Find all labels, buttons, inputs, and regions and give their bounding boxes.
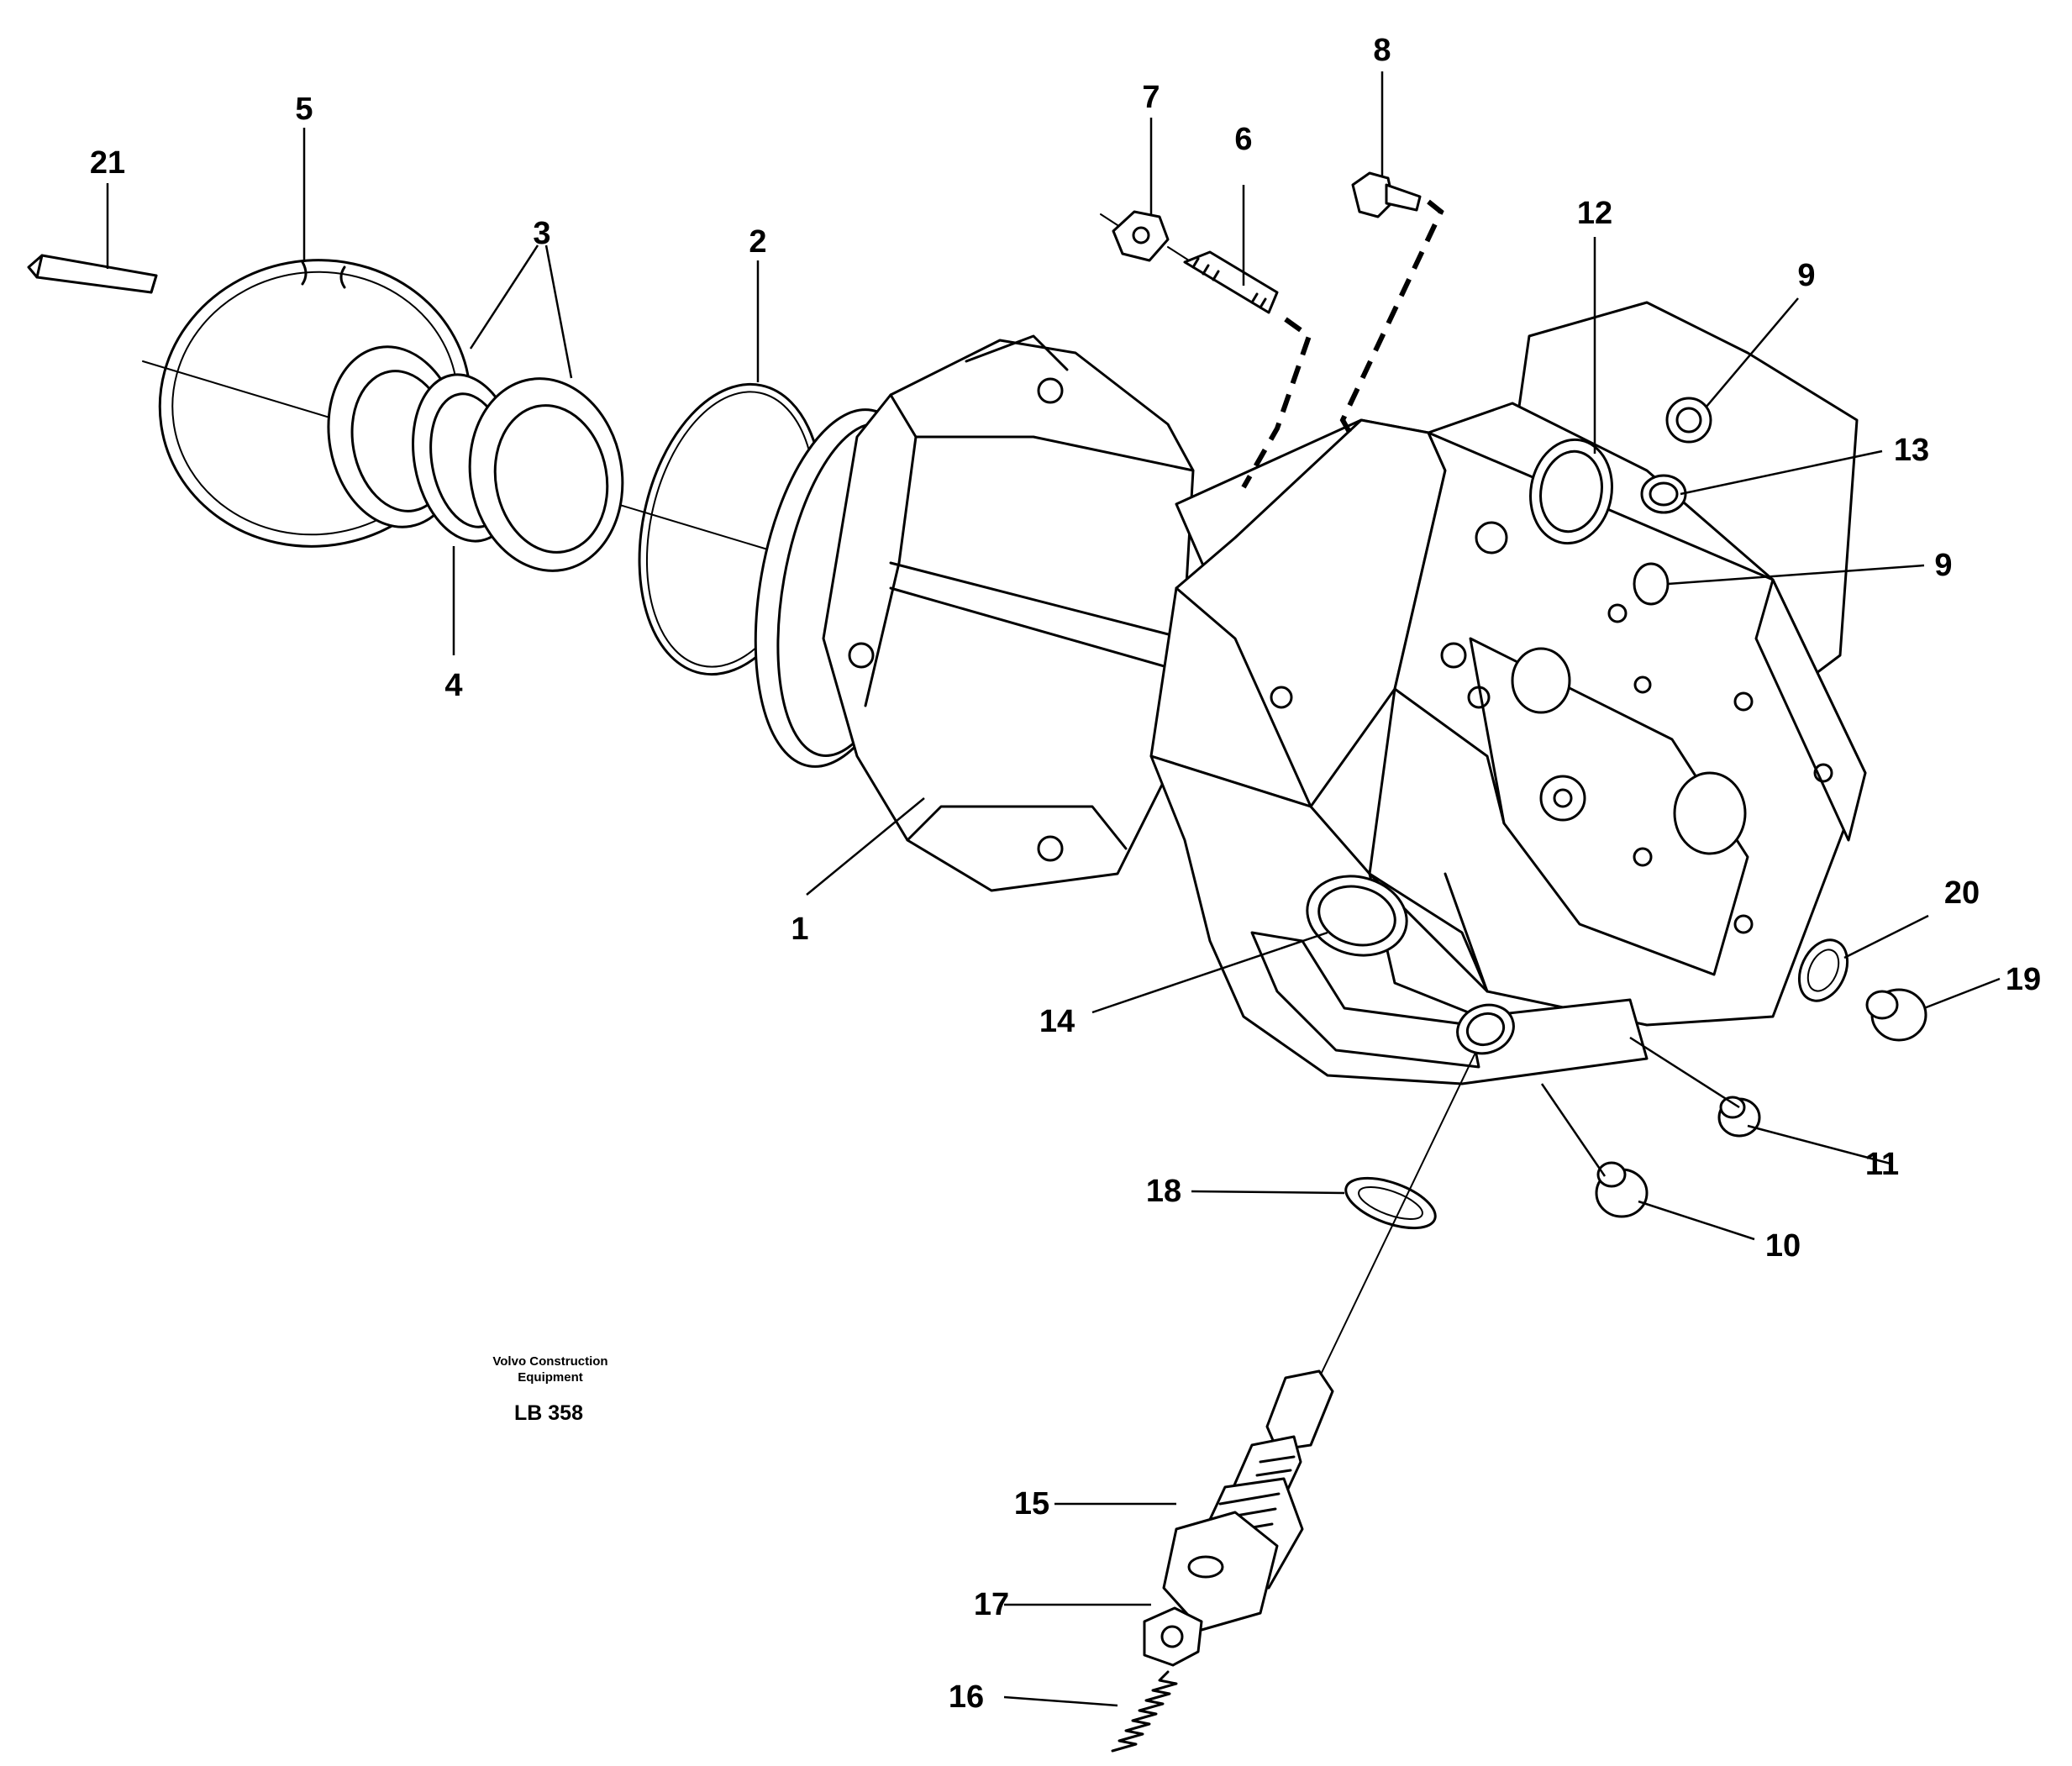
callout-1: 1: [791, 912, 808, 947]
credit-line-1: Volvo Construction: [492, 1354, 607, 1369]
leader-lines: [106, 71, 2001, 1707]
callout-12: 12: [1577, 196, 1612, 231]
part-19-plug: [1865, 988, 1927, 1042]
callout-6: 6: [1234, 122, 1252, 157]
callout-18: 18: [1146, 1174, 1181, 1209]
part-7-nut: [1100, 210, 1190, 262]
part-21-key: [27, 254, 158, 294]
part-16-spring: [1111, 1670, 1178, 1753]
callout-labels: 1 2 3 4 5 6 7 8 9 9 10 11 12 13 14 15 16…: [90, 33, 2041, 1715]
callout-8: 8: [1373, 33, 1391, 68]
callout-13: 13: [1894, 433, 1929, 468]
valve-axis-line: [1318, 1054, 1475, 1379]
callout-10: 10: [1765, 1228, 1801, 1264]
callout-20: 20: [1944, 875, 1980, 911]
part-11-plug: [1717, 1096, 1761, 1138]
callout-2: 2: [749, 224, 766, 260]
credit-line-2: Equipment: [518, 1370, 583, 1385]
callout-19: 19: [2006, 962, 2041, 997]
callout-7: 7: [1142, 80, 1160, 115]
valve-block: [1149, 301, 1867, 1085]
callout-3: 3: [533, 216, 550, 251]
callout-5: 5: [295, 92, 313, 127]
part-6-screw: [1183, 250, 1312, 489]
callout-21: 21: [90, 145, 125, 181]
callout-17: 17: [974, 1587, 1009, 1622]
callout-9-hidden: 9: [1934, 548, 1952, 583]
part-10-plug: [1595, 1161, 1649, 1218]
callout-16: 16: [949, 1679, 984, 1715]
part-8-plug: [1339, 171, 1444, 443]
part-18-seal-washer: [1344, 1176, 1437, 1230]
part-3-seal-ring-b: [468, 377, 624, 572]
drawing-code: LB 358: [514, 1401, 583, 1425]
callout-14: 14: [1039, 1004, 1075, 1039]
callout-4: 4: [444, 668, 462, 703]
part-15-valve-body: [1162, 1477, 1304, 1632]
credit-block: Volvo Construction Equipment LB 358: [492, 1354, 607, 1425]
part-17-nut: [1143, 1606, 1203, 1667]
part-5-retaining-ring: [158, 259, 472, 548]
callout-11: 11: [1865, 1147, 1899, 1182]
callout-9-top: 9: [1797, 258, 1815, 293]
part-1-motor-housing: [754, 334, 1195, 892]
part-20-seal-washer: [1797, 938, 1849, 1002]
callout-15: 15: [1014, 1486, 1049, 1522]
